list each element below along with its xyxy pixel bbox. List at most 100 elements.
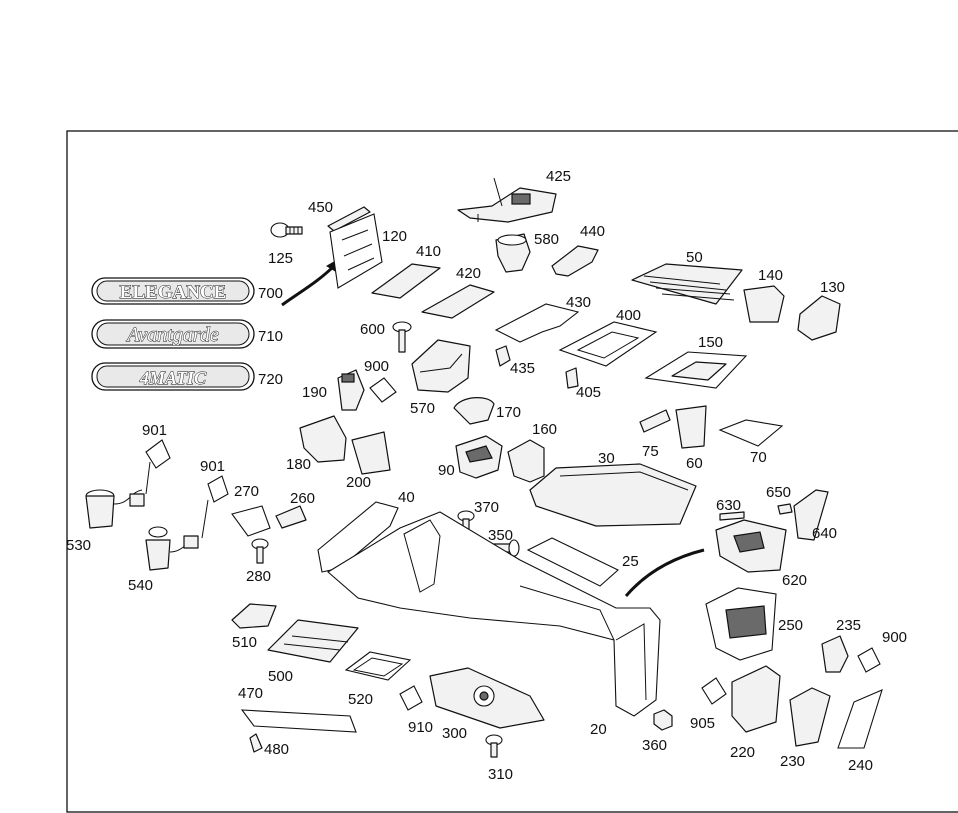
part-450-strip [327, 206, 371, 232]
part-190-socket [337, 369, 365, 411]
part-50-roller-blind [631, 263, 743, 305]
callout-150: 150 [698, 334, 723, 351]
part-425-switch-panel [457, 177, 557, 223]
part-900-label-b [857, 647, 881, 673]
part-200-box [351, 431, 391, 475]
part-410-pad [371, 263, 441, 299]
part-435-clip [495, 345, 511, 367]
callout-450: 450 [308, 199, 333, 216]
callout-720: 720 [258, 371, 283, 388]
badge-elegance-text: ELEGANCE [120, 282, 227, 303]
callout-520: 520 [348, 691, 373, 708]
badge-avantgarde: Avantgarde [91, 319, 255, 349]
callout-220: 220 [730, 744, 755, 761]
part-30-armrest [529, 463, 697, 527]
part-125-screw [270, 222, 303, 238]
callout-435: 435 [510, 360, 535, 377]
callout-430: 430 [566, 294, 591, 311]
part-900-label-a [369, 377, 397, 403]
part-310-screw [485, 734, 503, 758]
callout-630: 630 [716, 497, 741, 514]
part-25-mat [526, 537, 619, 587]
part-220-socket-panel [731, 665, 781, 733]
callout-480: 480 [264, 741, 289, 758]
part-901-label-a [145, 439, 171, 469]
callout-280: 280 [246, 568, 271, 585]
callout-580: 580 [534, 231, 559, 248]
callout-190: 190 [302, 384, 327, 401]
callout-75: 75 [642, 443, 659, 460]
callout-50: 50 [686, 249, 703, 266]
callout-350: 350 [488, 527, 513, 544]
callout-180: 180 [286, 456, 311, 473]
callout-170: 170 [496, 404, 521, 421]
diagram-frame [66, 130, 958, 813]
part-150-trim [644, 351, 748, 389]
badge-4matic: 4MATIC [91, 362, 255, 391]
part-430-frame [494, 303, 580, 343]
callout-405: 405 [576, 384, 601, 401]
callout-530: 530 [66, 537, 91, 554]
part-420-pad [421, 284, 495, 319]
badge-elegance: ELEGANCE [91, 277, 255, 305]
part-440-cover [551, 245, 599, 277]
part-510-tray [231, 603, 277, 629]
part-650-screw [777, 503, 793, 515]
part-480-clip [249, 733, 263, 753]
callout-540: 540 [128, 577, 153, 594]
callout-370: 370 [474, 499, 499, 516]
part-160-bracket [507, 439, 545, 483]
callout-900-a: 900 [364, 358, 389, 375]
callout-230: 230 [780, 753, 805, 770]
callout-20: 20 [590, 721, 607, 738]
part-360-nut [653, 709, 673, 731]
callout-140: 140 [758, 267, 783, 284]
callout-900-b: 900 [882, 629, 907, 646]
callout-901-a: 901 [142, 422, 167, 439]
part-640-bracket [793, 489, 829, 541]
part-130-mechanism [797, 295, 841, 341]
part-540-socket [145, 499, 209, 571]
part-500-switch-block [267, 619, 359, 663]
callout-120: 120 [382, 228, 407, 245]
callout-235: 235 [836, 617, 861, 634]
part-230-tray [789, 687, 831, 747]
part-235-socket [821, 635, 849, 673]
callout-425: 425 [546, 168, 571, 185]
callout-250: 250 [778, 617, 803, 634]
callout-470: 470 [238, 685, 263, 702]
part-520-frame [344, 651, 412, 681]
callout-420: 420 [456, 265, 481, 282]
part-570-holder [411, 339, 471, 393]
callout-400: 400 [616, 307, 641, 324]
part-600-screw [392, 321, 412, 353]
part-530-socket [85, 461, 151, 529]
callout-310: 310 [488, 766, 513, 783]
part-75-clip [639, 409, 671, 433]
part-470-strip [240, 709, 357, 733]
callout-200: 200 [346, 474, 371, 491]
part-240-cover [837, 689, 883, 749]
callout-130: 130 [820, 279, 845, 296]
callout-905: 905 [690, 715, 715, 732]
callout-901-b: 901 [200, 458, 225, 475]
badge-pointer-arrow [281, 263, 337, 307]
part-280-screw [251, 538, 269, 564]
callout-300: 300 [442, 725, 467, 742]
part-260-bracket [275, 505, 307, 529]
callout-160: 160 [532, 421, 557, 438]
callout-600: 600 [360, 321, 385, 338]
part-901-label-b [207, 475, 229, 503]
part-270-bracket [231, 505, 271, 537]
callout-360: 360 [642, 737, 667, 754]
callout-650: 650 [766, 484, 791, 501]
callout-240: 240 [848, 757, 873, 774]
part-120-bracket [329, 213, 383, 289]
part-400-frame [558, 321, 658, 367]
callout-510: 510 [232, 634, 257, 651]
callout-640: 640 [812, 525, 837, 542]
callout-910: 910 [408, 719, 433, 736]
callout-30: 30 [598, 450, 615, 467]
part-70-mat [718, 419, 784, 447]
